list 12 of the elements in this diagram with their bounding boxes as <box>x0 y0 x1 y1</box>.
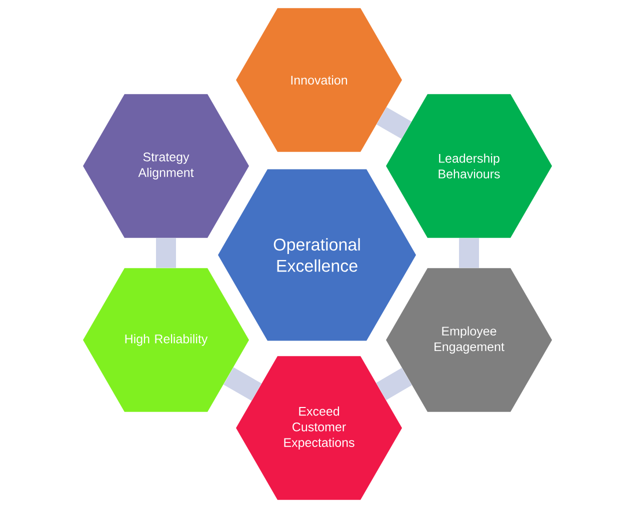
hexagon: High Reliability <box>83 268 249 412</box>
connector-band <box>459 238 480 268</box>
hexagon: Leadership Behaviours <box>386 94 552 238</box>
hexagon: Innovation <box>236 8 402 152</box>
connector-band <box>376 368 412 400</box>
hexagon: Strategy Alignment <box>83 94 249 238</box>
center-hexagon: Operational Excellence <box>218 169 416 341</box>
connector-band <box>156 238 176 268</box>
hexagon: Exceed Customer Expectations <box>236 356 402 500</box>
connector-band <box>376 107 412 139</box>
connector-band <box>224 367 262 401</box>
hexagon: Employee Engagement <box>386 268 552 412</box>
